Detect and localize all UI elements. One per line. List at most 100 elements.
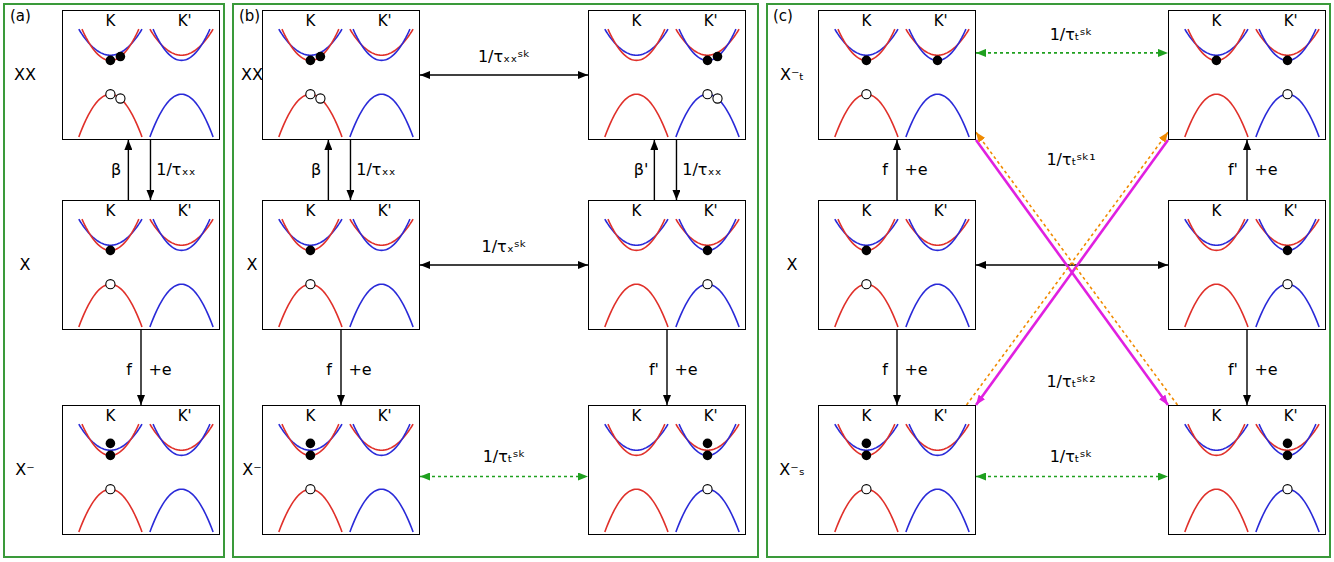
rate-label: 1/τₜˢᵏ² bbox=[1044, 373, 1097, 391]
hole-circle bbox=[316, 94, 325, 103]
hole-circle bbox=[1283, 280, 1292, 289]
rate-label: f bbox=[324, 361, 334, 379]
state-box: KK' bbox=[818, 200, 976, 330]
state-box: KK' bbox=[1168, 10, 1326, 140]
panel-letter: (b) bbox=[239, 8, 260, 25]
rate-label: 1/τₜˢᵏ bbox=[1048, 448, 1095, 466]
electron-dot bbox=[862, 56, 872, 66]
rate-label: β bbox=[309, 161, 323, 179]
band-diagram bbox=[63, 11, 219, 139]
transition-arrow bbox=[676, 140, 677, 200]
electron-dot bbox=[306, 451, 316, 461]
band-curve bbox=[906, 489, 969, 532]
transition-arrow bbox=[140, 330, 141, 405]
state-box: KK' bbox=[818, 10, 976, 140]
band-curve bbox=[350, 284, 413, 327]
transition-arrow bbox=[896, 330, 897, 405]
charge-label: +e bbox=[1252, 161, 1279, 179]
hole-circle bbox=[306, 90, 315, 99]
transition-arrow bbox=[976, 52, 1168, 54]
electron-dot bbox=[116, 52, 126, 62]
transition-arrow bbox=[420, 476, 588, 478]
charge-label: +e bbox=[902, 161, 929, 179]
transition-arrow bbox=[976, 140, 1168, 405]
band-curve bbox=[1185, 284, 1248, 327]
transition-arrow bbox=[976, 132, 1177, 405]
band-curve bbox=[605, 94, 668, 137]
band-curve bbox=[353, 29, 410, 60]
rate-label: 1/τₜˢᵏ bbox=[1048, 26, 1095, 44]
valley-label: K bbox=[631, 203, 641, 220]
band-diagram bbox=[589, 11, 745, 139]
band-curve bbox=[279, 284, 342, 327]
state-box: KK' bbox=[588, 10, 746, 140]
band-curve bbox=[676, 284, 739, 327]
charge-label: +e bbox=[146, 361, 173, 379]
hole-circle bbox=[106, 485, 115, 494]
valley-label: K bbox=[861, 408, 871, 425]
band-diagram bbox=[1169, 201, 1325, 329]
electron-dot bbox=[1283, 451, 1293, 461]
electron-dot bbox=[1283, 56, 1293, 66]
figure-panel: (c)X⁻ₜXX⁻ₛKK'KK'KK'KK'KK'KK' bbox=[766, 3, 1331, 558]
valley-label: K' bbox=[1284, 408, 1298, 425]
electron-dot bbox=[1212, 56, 1222, 66]
band-curve bbox=[1256, 489, 1319, 532]
valley-label: K' bbox=[178, 408, 192, 425]
panel-letter: (c) bbox=[773, 8, 793, 25]
transition-arrow bbox=[340, 330, 341, 405]
valley-label: K bbox=[105, 203, 115, 220]
hole-circle bbox=[306, 485, 315, 494]
band-curve bbox=[835, 94, 898, 137]
rate-label: 1/τₓₓ bbox=[154, 161, 197, 179]
band-curve bbox=[153, 424, 210, 455]
band-curve bbox=[150, 284, 213, 327]
valley-label: K' bbox=[934, 13, 948, 30]
electron-dot bbox=[703, 451, 713, 461]
charge-label: +e bbox=[1252, 361, 1279, 379]
valley-label: K' bbox=[1284, 203, 1298, 220]
valley-label: K' bbox=[378, 13, 392, 30]
hole-circle bbox=[306, 280, 315, 289]
band-curve bbox=[835, 284, 898, 327]
electron-dot bbox=[306, 56, 316, 66]
band-diagram bbox=[1169, 406, 1325, 534]
electron-dot bbox=[306, 246, 316, 256]
state-label: XX bbox=[14, 66, 36, 84]
band-curve bbox=[350, 489, 413, 532]
state-label: X⁻ bbox=[15, 461, 34, 479]
electron-dot bbox=[316, 52, 326, 62]
valley-label: K' bbox=[704, 408, 718, 425]
state-box: KK' bbox=[262, 405, 420, 535]
rate-label: f' bbox=[1226, 361, 1240, 379]
state-box: KK' bbox=[62, 10, 220, 140]
band-curve bbox=[79, 489, 142, 532]
transition-arrow bbox=[967, 132, 1168, 405]
transition-arrow bbox=[420, 74, 588, 75]
hole-circle bbox=[1283, 90, 1292, 99]
electron-dot bbox=[703, 439, 713, 449]
band-curve bbox=[906, 94, 969, 137]
band-curve bbox=[353, 219, 410, 250]
band-curve bbox=[1188, 219, 1245, 250]
band-curve bbox=[909, 424, 966, 455]
band-curve bbox=[79, 94, 142, 137]
valley-label: K' bbox=[378, 203, 392, 220]
band-curve bbox=[279, 489, 342, 532]
valley-label: K bbox=[631, 13, 641, 30]
hole-circle bbox=[106, 280, 115, 289]
state-label: XX bbox=[241, 66, 263, 84]
rate-label: β bbox=[109, 161, 123, 179]
valley-label: K bbox=[105, 408, 115, 425]
electron-dot bbox=[106, 439, 116, 449]
rate-label: 1/τₜˢᵏ¹ bbox=[1044, 151, 1097, 169]
band-curve bbox=[79, 284, 142, 327]
valley-label: K bbox=[305, 13, 315, 30]
hole-circle bbox=[703, 280, 712, 289]
hole-circle bbox=[703, 485, 712, 494]
state-box: K K' bbox=[262, 10, 420, 140]
electron-dot bbox=[1283, 439, 1293, 449]
band-diagram bbox=[1169, 11, 1325, 139]
hole-circle bbox=[703, 90, 712, 99]
transition-arrow bbox=[976, 476, 1168, 478]
